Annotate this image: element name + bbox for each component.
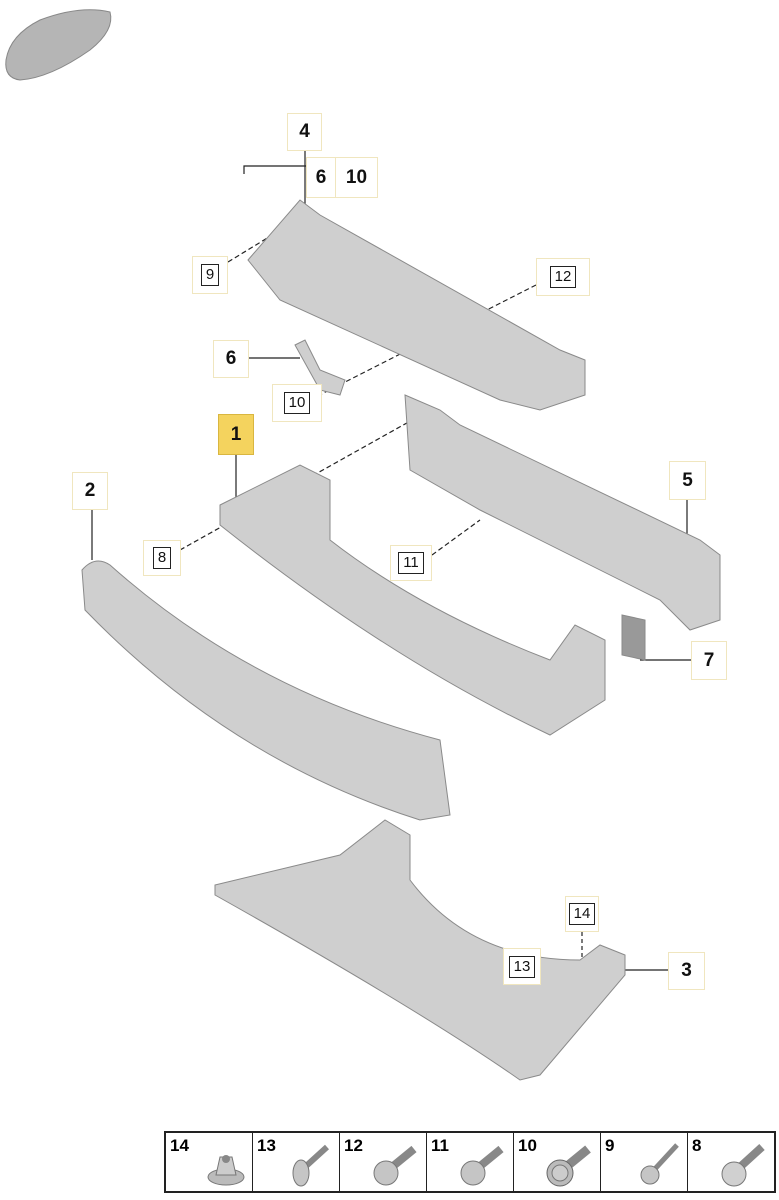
fastener-number: 13 [257, 1136, 276, 1155]
fastener-number: 8 [692, 1136, 702, 1155]
callout-2[interactable]: 2 [72, 472, 108, 510]
part-4-carrier [247, 199, 586, 411]
callout-12[interactable]: 12 [536, 258, 590, 296]
part-2-absorber [81, 560, 451, 821]
callout-10-label: 10 [283, 392, 311, 414]
bolt-icon [460, 1145, 504, 1186]
callout-13[interactable]: 13 [503, 948, 541, 985]
fastener-13-screw[interactable]: 13 [253, 1133, 340, 1191]
fastener-strip: 14 13 12 11 10 9 8 [164, 1131, 776, 1193]
callout-14-label: 14 [568, 903, 596, 925]
callout-10-top[interactable]: 10 [335, 157, 378, 198]
callout-4[interactable]: 4 [287, 113, 322, 151]
fastener-10-bolt[interactable]: 10 [514, 1133, 601, 1191]
callout-6[interactable]: 6 [213, 340, 249, 378]
fastener-14-nut[interactable]: 14 [166, 1133, 253, 1191]
fastener-number: 9 [605, 1136, 615, 1155]
long-bolt-icon [640, 1143, 679, 1185]
nut-icon [207, 1155, 245, 1186]
callout-8-label: 8 [152, 547, 172, 569]
washer-bolt-icon [546, 1145, 591, 1187]
callout-11-label: 11 [398, 552, 424, 574]
callout-11[interactable]: 11 [390, 545, 432, 581]
fastener-12-bolt[interactable]: 12 [340, 1133, 427, 1191]
callout-3[interactable]: 3 [668, 952, 705, 990]
part-3-lower-carrier [214, 819, 626, 1081]
callout-5[interactable]: 5 [669, 461, 706, 500]
fastener-number: 14 [170, 1136, 189, 1155]
fastener-9-bolt[interactable]: 9 [601, 1133, 688, 1191]
part-5-crossmember [404, 394, 721, 631]
callout-14[interactable]: 14 [565, 896, 599, 932]
callout-7[interactable]: 7 [691, 641, 727, 680]
callout-8[interactable]: 8 [143, 540, 181, 576]
bolt-icon [373, 1145, 417, 1186]
part-1-bumper-beam [219, 464, 606, 736]
callout-13-label: 13 [508, 955, 536, 978]
part-7-plate [621, 614, 646, 661]
fastener-8-bolt[interactable]: 8 [688, 1133, 774, 1191]
fastener-number: 12 [344, 1136, 363, 1155]
callout-9-label: 9 [200, 264, 220, 286]
fastener-number: 10 [518, 1136, 537, 1155]
fastener-11-bolt[interactable]: 11 [427, 1133, 514, 1191]
callout-12-label: 12 [549, 266, 577, 288]
callout-1-selected[interactable]: 1 [218, 414, 254, 455]
callout-10[interactable]: 10 [272, 384, 322, 422]
callout-9[interactable]: 9 [192, 256, 228, 294]
fastener-number: 11 [431, 1136, 449, 1155]
car-thumbnail-icon [5, 9, 112, 81]
screw-icon [292, 1144, 330, 1187]
flange-bolt-icon [721, 1144, 765, 1187]
callout-6-top[interactable]: 6 [306, 157, 336, 198]
